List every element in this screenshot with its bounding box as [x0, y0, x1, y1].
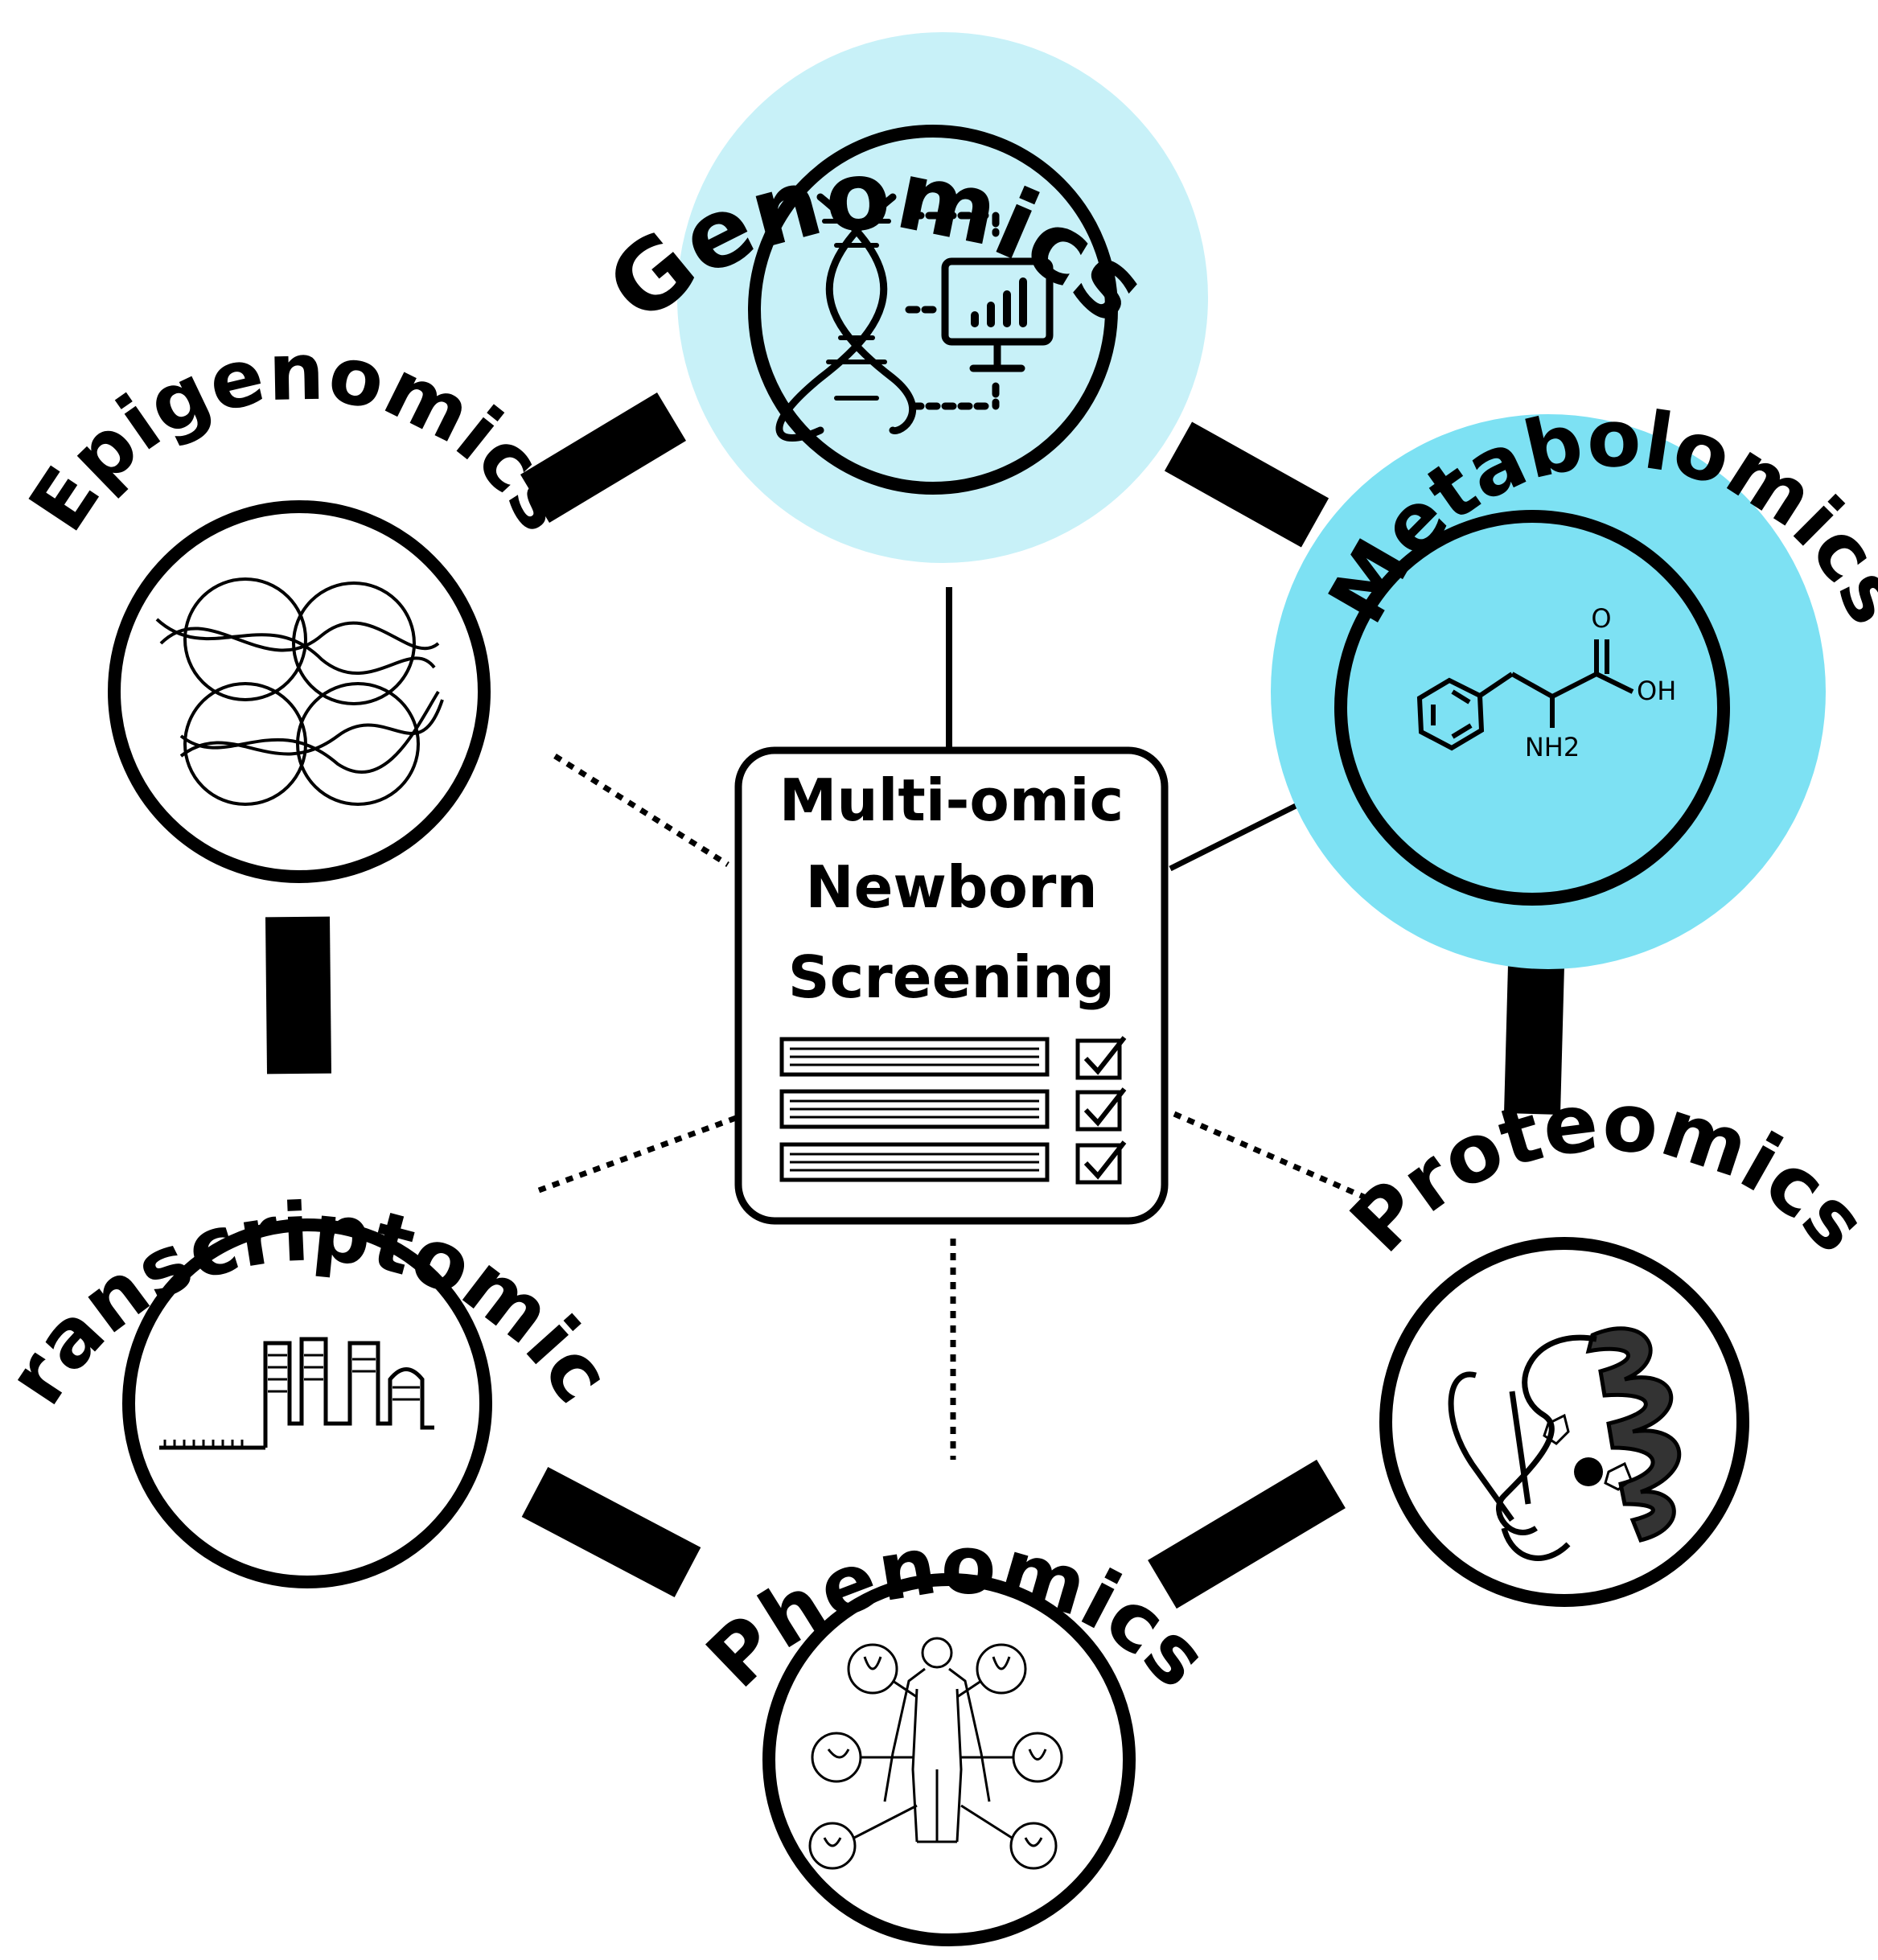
spoke-transcriptomics — [537, 1115, 738, 1194]
epigenomics-label: Epigenomics — [12, 327, 591, 548]
checklist-row — [779, 1140, 1127, 1185]
checkbox-icon — [1075, 1090, 1122, 1132]
center-card: Multi-omic Newborn Screening — [734, 746, 1169, 1225]
proteomics-label: Proteomics — [1333, 1075, 1878, 1271]
connector-epigenomics-genomics — [520, 392, 687, 524]
phenylalanine-molecule-icon: O OH NH2 — [1416, 603, 1676, 762]
connector-transcriptomics-epigenomics — [265, 916, 331, 1075]
transcriptomics-label-text: Transcriptomics — [0, 0, 630, 1420]
phenomics-label: Phenomics — [688, 1517, 1226, 1706]
amine-label: NH2 — [1525, 732, 1580, 762]
spoke-epigenomics — [553, 754, 729, 867]
center-title-line-3: Screening — [788, 943, 1115, 1011]
checkbox-icon — [1075, 1038, 1122, 1080]
dna-monitor-icon — [775, 193, 1054, 442]
spoke-proteomics — [1173, 1111, 1369, 1202]
checkbox-icon — [1075, 1143, 1122, 1185]
spokes — [537, 587, 1369, 1460]
connector-genomics-metabolomics — [1164, 421, 1329, 548]
node-rings — [108, 125, 1749, 1946]
center-title-line-1: Multi-omic — [779, 766, 1124, 834]
checklist — [779, 1036, 1127, 1185]
phenomics-ring — [762, 1573, 1136, 1946]
human-body-organs-icon — [808, 1637, 1063, 1870]
protein-structure-icon — [1448, 1326, 1682, 1561]
connector-metabolomics-proteomics — [1504, 964, 1564, 1115]
epigenomics-ring — [108, 500, 491, 883]
connector-proteomics-phenomics — [1148, 1459, 1346, 1609]
phenomics-label-text: Phenomics — [688, 1517, 1226, 1706]
chromatin-nucleosome-icon — [155, 577, 444, 806]
checklist-row — [779, 1087, 1127, 1132]
proteomics-label-text: Proteomics — [1333, 1075, 1878, 1271]
hydroxyl-label: OH — [1637, 676, 1676, 706]
connector-phenomics-transcriptomics — [521, 1467, 701, 1597]
oxygen-label: O — [1591, 603, 1611, 634]
spoke-metabolomics — [1169, 797, 1309, 872]
metabolomics-ring — [1334, 510, 1730, 906]
rna-hairpin-icon — [159, 1337, 434, 1450]
hexagon-connectors — [265, 392, 1564, 1609]
epigenomics-label-text: Epigenomics — [12, 327, 591, 548]
proteomics-ring — [1379, 1237, 1749, 1607]
transcriptomics-ring — [122, 1218, 492, 1588]
center-title-line-2: Newborn — [805, 853, 1097, 921]
transcriptomics-label: Transcriptomics — [0, 0, 630, 1420]
genomics-ring — [748, 125, 1118, 495]
checklist-row — [779, 1036, 1127, 1080]
